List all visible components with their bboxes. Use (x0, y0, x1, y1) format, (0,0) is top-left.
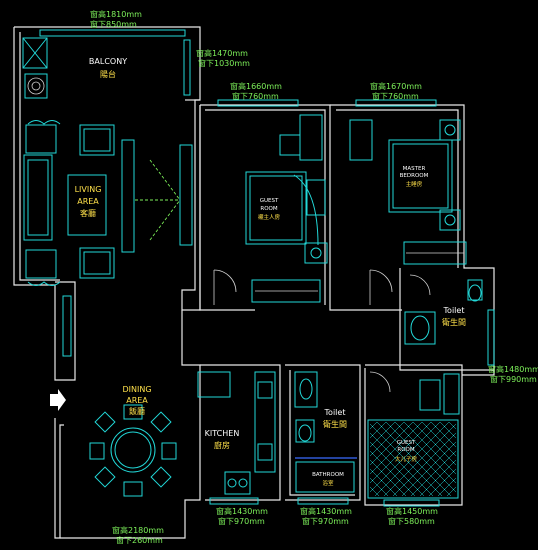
window-1-sill: 窗下850mm (90, 19, 137, 29)
window-2-height: 窗高1470mm (196, 48, 248, 58)
window-6-height: 窗高2180mm (112, 525, 164, 535)
guest-room-1-label-en-2: ROOM (260, 206, 277, 212)
bathroom-label-en: BATHROOM (312, 472, 344, 478)
master-bedroom-label-en-1: MASTER (403, 166, 426, 172)
dining-label-cn: 飯廳 (129, 406, 145, 416)
master-bedroom-furniture (349, 119, 467, 305)
guest-room-1-label-cn: 襯主人房 (258, 213, 281, 221)
window-9-height: 窗高1450mm (386, 506, 438, 516)
window-8-height: 窗高1430mm (300, 506, 352, 516)
guest-room-1-label-en-1: GUEST (260, 198, 279, 204)
outer-walls (13, 26, 495, 539)
window-5-sill: 窗下990mm (490, 374, 537, 384)
balcony-label-en: BALCONY (89, 57, 127, 66)
master-bedroom-label-cn: 主睡房 (406, 180, 423, 188)
guest-room-2-label-cn: 大儿子房 (395, 455, 418, 463)
living-furniture (23, 120, 193, 286)
guest-room-2-label-en-2: ROOM (397, 447, 414, 453)
window-7-sill: 窗下970mm (218, 516, 265, 526)
window-3-height: 窗高1660mm (230, 81, 282, 91)
guest-room-1-furniture (213, 114, 328, 305)
guest-room-2-label-en-1: GUEST (397, 440, 416, 446)
window-6-sill: 窗下260mm (116, 535, 163, 545)
windows (39, 29, 495, 507)
window-dimensions: 窗高1810mm 窗下850mm 窗高1470mm 窗下1030mm 窗高166… (90, 9, 538, 545)
bathroom-label-cn: 浴室 (322, 479, 334, 487)
window-4-sill: 窗下760mm (372, 91, 419, 101)
kitchen-label-en: KITCHEN (205, 429, 240, 438)
kitchen-fixtures (197, 371, 276, 495)
window-3-sill: 窗下760mm (232, 91, 279, 101)
master-bedroom-label-en-2: BEDROOM (400, 173, 429, 179)
toilet-2-label-cn: 衛生間 (323, 419, 347, 429)
toilet-1-fixtures (404, 274, 483, 345)
balcony-label-cn: 陽台 (100, 69, 116, 79)
window-2-sill: 窗下1030mm (198, 58, 250, 68)
toilet-2-fixtures (294, 371, 357, 493)
window-7-height: 窗高1430mm (216, 506, 268, 516)
dining-label-en-1: DINING (122, 385, 151, 394)
window-4-height: 窗高1670mm (370, 81, 422, 91)
toilet-1-label-cn: 衛生間 (442, 317, 466, 327)
toilet-1-label-en: Toilet (443, 306, 465, 315)
room-labels: BALCONY 陽台 LIVING AREA 客廳 GUEST ROOM 襯主人… (75, 57, 466, 487)
window-9-sill: 窗下580mm (388, 516, 435, 526)
balcony-fixtures (22, 37, 48, 99)
dining-label-en-2: AREA (126, 396, 148, 405)
living-label-en-1: LIVING (75, 185, 102, 194)
entry-arrow-icon (50, 389, 66, 411)
window-5-height: 窗高1480mm (488, 364, 538, 374)
living-label-cn: 客廳 (80, 208, 96, 218)
dining-furniture (89, 404, 177, 497)
living-label-en-2: AREA (77, 197, 99, 206)
window-8-sill: 窗下970mm (302, 516, 349, 526)
window-1-height: 窗高1810mm (90, 9, 142, 19)
guest-room-2-fixtures (367, 371, 460, 499)
kitchen-label-cn: 廚房 (214, 440, 230, 450)
toilet-2-label-en: Toilet (324, 408, 346, 417)
